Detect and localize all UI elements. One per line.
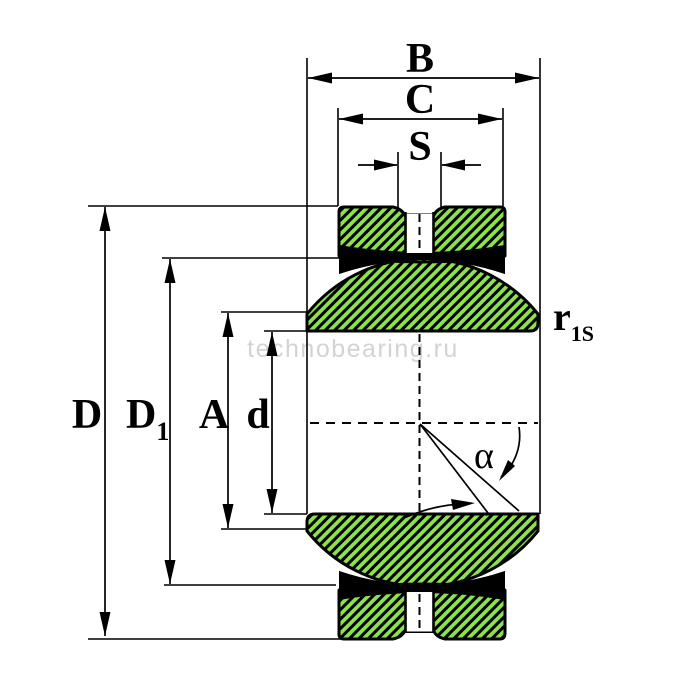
arrowhead-d-top: [266, 332, 278, 356]
rotation-arc-arrowhead: [451, 499, 475, 510]
label-A: A: [199, 392, 230, 438]
label-D1: D1: [126, 392, 169, 446]
arrowhead-C-left: [339, 113, 363, 125]
label-S: S: [408, 124, 431, 170]
label-D: D: [72, 392, 102, 438]
arrowhead-D1-top: [164, 259, 176, 283]
arrowhead-B-left: [308, 72, 332, 84]
arrowhead-D-bottom: [99, 612, 111, 636]
extension-lines: [88, 58, 541, 640]
arrowhead-d-bottom: [266, 489, 278, 513]
label-r1s-subscript: 1S: [571, 321, 594, 346]
tilt-line-steep: [419, 423, 489, 514]
liner-band-bottom-overlay: [339, 571, 505, 600]
tilt-line-shallow: [419, 423, 520, 512]
arrowhead-D1-bottom: [164, 560, 176, 584]
label-D1-subscript: 1: [156, 417, 169, 446]
label-r1s: r1S: [553, 294, 594, 346]
alpha-arc-arrowhead: [499, 460, 515, 481]
liner-band-top-overlay: [339, 245, 505, 274]
arrowhead-A-top: [222, 313, 234, 337]
tilt-angle-group: [403, 423, 521, 519]
inner-ring-sphere-top-section: [305, 257, 540, 333]
label-r1s-base: r: [553, 294, 571, 339]
arrowhead-C-right: [478, 113, 502, 125]
label-C: C: [405, 77, 435, 123]
label-alpha: α: [474, 435, 494, 477]
arrowhead-S-right: [441, 159, 465, 171]
inner-ring-sphere-bottom-section: [305, 512, 540, 588]
arrowhead-D-top: [99, 207, 111, 231]
arrowhead-A-bottom: [222, 504, 234, 528]
arrowhead-S-left: [374, 159, 398, 171]
label-D1-base: D: [126, 392, 156, 438]
arrowhead-B-right: [515, 72, 539, 84]
label-d: d: [246, 392, 269, 438]
label-B: B: [406, 36, 434, 82]
centerlines: [310, 214, 538, 631]
watermark-text: technobearing.ru: [247, 335, 459, 363]
dimension-lines: [99, 72, 539, 636]
